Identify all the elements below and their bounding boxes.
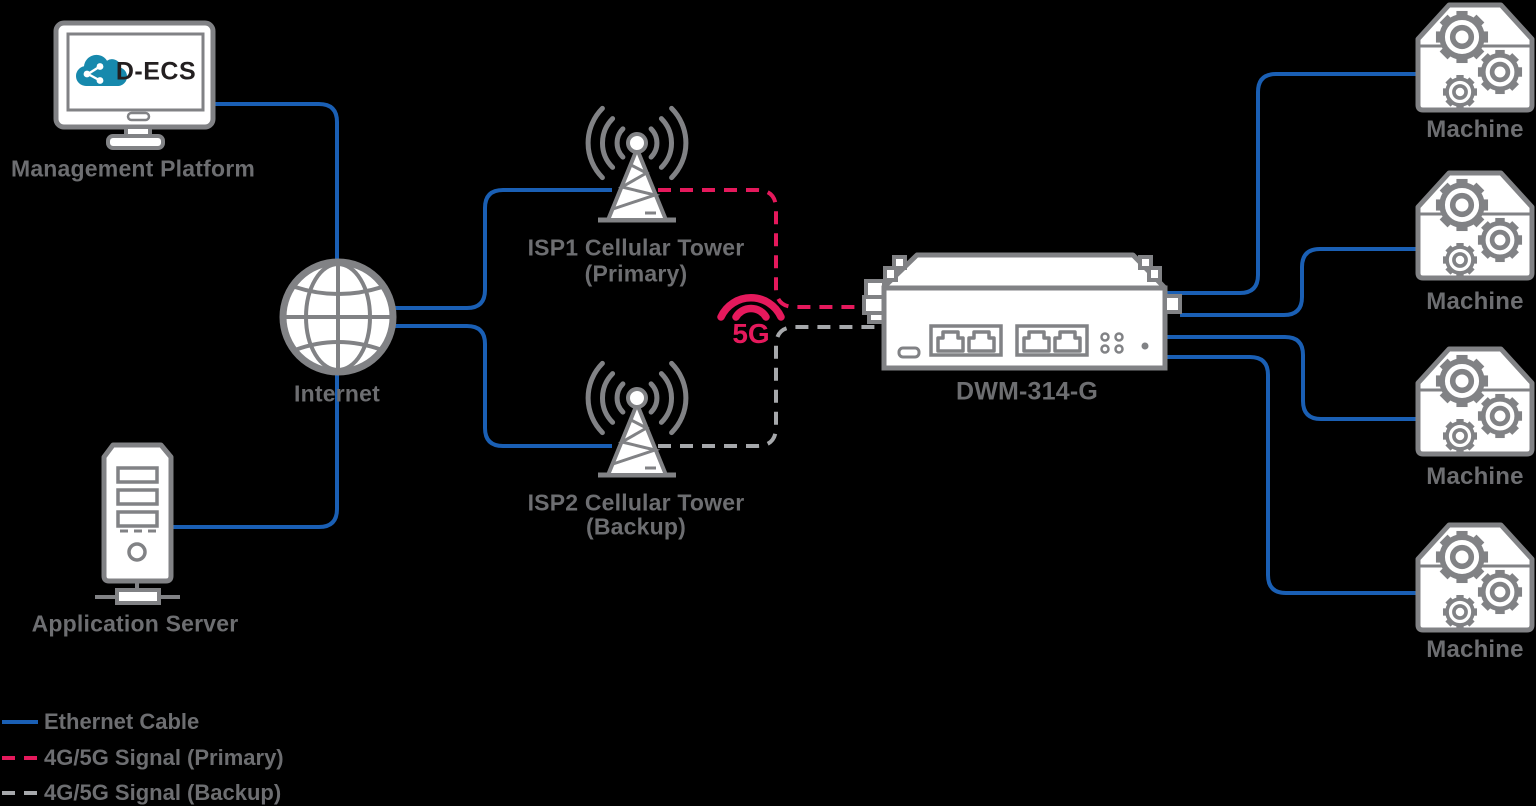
management-platform-label: Management Platform — [10, 155, 256, 182]
cellular-router-icon — [862, 252, 1182, 371]
machine-icon-4 — [1418, 525, 1532, 630]
machine-icon-2 — [1418, 173, 1532, 278]
router-label: DWM-314-G — [955, 377, 1099, 406]
internet-label: Internet — [294, 380, 380, 407]
machine-label-1: Machine — [1426, 116, 1524, 143]
desktop-monitor-icon — [53, 20, 216, 150]
legend-swatches — [2, 720, 38, 795]
legend-ethernet-label: Ethernet Cable — [44, 709, 200, 734]
machine-label-2: Machine — [1426, 288, 1524, 315]
server-tower-icon — [95, 442, 180, 605]
machine-icon-3 — [1418, 349, 1532, 454]
cellular-tower-backup-icon — [588, 363, 686, 475]
machine-label-4: Machine — [1426, 636, 1524, 663]
decs-logo-text: D-ECS — [115, 57, 197, 86]
decs-cloud-logo — [75, 54, 128, 87]
globe-icon — [279, 258, 397, 376]
router-led-indicators — [1100, 332, 1149, 354]
5g-signal-icon — [717, 294, 785, 321]
legend-backup-label: 4G/5G Signal (Backup) — [44, 780, 282, 805]
isp2-tower-label: ISP2 Cellular Tower — [527, 489, 745, 516]
machine-label-3: Machine — [1426, 463, 1524, 490]
5g-label: 5G — [732, 318, 770, 349]
ethernet-cables — [173, 72, 1418, 595]
isp1-tower-sublabel: (Primary) — [584, 260, 688, 287]
cellular-tower-primary-icon — [588, 108, 686, 220]
isp2-tower-sublabel: (Backup) — [585, 513, 687, 540]
legend-primary-label: 4G/5G Signal (Primary) — [44, 745, 284, 770]
isp1-tower-label: ISP1 Cellular Tower — [527, 234, 745, 261]
machine-icon-1 — [1418, 5, 1532, 110]
application-server-label: Application Server — [31, 610, 239, 637]
signal-primary-line — [658, 188, 866, 309]
